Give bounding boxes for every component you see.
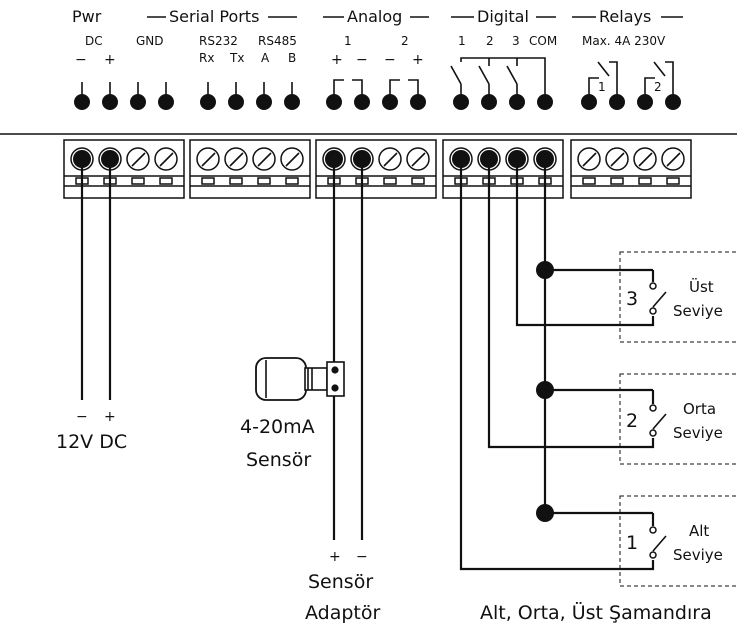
power-plus-sign: + — [104, 409, 116, 425]
float-upper-number: 3 — [626, 288, 638, 310]
label-digital-3: 3 — [512, 34, 520, 48]
terminal-block-relays — [570, 139, 692, 199]
group-label-serial-ports: Serial Ports — [169, 7, 259, 26]
label-rs485: RS485 — [258, 34, 297, 48]
float-upper-label2: Seviye — [673, 302, 723, 320]
group-label-digital: Digital — [477, 7, 529, 26]
label-digital-1: 1 — [458, 34, 466, 48]
relay-symbols: 1 2 — [581, 61, 681, 110]
float-switch-upper: 3 Üst Seviye — [619, 251, 737, 343]
digital-switches — [450, 57, 553, 110]
pin-analog2-minus: − — [384, 52, 396, 68]
float-middle-number: 2 — [626, 410, 638, 432]
adapter-label-line2: Adaptör — [305, 602, 381, 624]
terminal-block-digital — [442, 139, 564, 199]
terminal-block-power-gnd — [63, 139, 185, 199]
float-lower-label2: Seviye — [673, 546, 723, 564]
pin-dc-plus: + — [104, 52, 116, 68]
straight-pins — [74, 82, 300, 110]
header: Pwr Serial Ports Analog Digital Relays D… — [72, 7, 683, 68]
analog-pins — [326, 79, 426, 110]
label-dc: DC — [85, 34, 103, 48]
analog-sensor-wiring: 4-20mA Sensör + − Sensör Adaptör — [240, 165, 381, 624]
pin-analog2-plus: + — [412, 52, 424, 68]
power-minus-sign: − — [76, 409, 88, 425]
pin-dc-minus: − — [75, 52, 87, 68]
adapter-minus-sign: − — [356, 549, 368, 565]
float-lower-label1: Alt — [689, 522, 709, 540]
label-rs232: RS232 — [199, 34, 238, 48]
label-gnd: GND — [136, 34, 164, 48]
terminal-block-serial — [189, 139, 311, 199]
relay-2-number: 2 — [654, 80, 662, 94]
pin-tx: Tx — [229, 51, 244, 65]
pin-analog1-plus: + — [331, 52, 343, 68]
pin-analog1-minus: − — [356, 52, 368, 68]
pin-rx: Rx — [199, 51, 214, 65]
label-analog-2: 2 — [401, 34, 409, 48]
pin-symbols: 1 2 — [74, 57, 681, 110]
group-label-analog: Analog — [347, 7, 402, 26]
label-analog-1: 1 — [344, 34, 352, 48]
adapter-plus-sign: + — [329, 549, 341, 565]
sensor-label-line2: Sensör — [246, 449, 311, 471]
group-label-pwr: Pwr — [72, 7, 102, 26]
relay-1-number: 1 — [598, 80, 606, 94]
terminal-block-analog — [315, 139, 437, 199]
float-upper-label1: Üst — [689, 277, 714, 296]
label-com: COM — [529, 34, 557, 48]
group-label-relays: Relays — [599, 7, 651, 26]
adapter-label-line1: Sensör — [308, 571, 373, 593]
terminal-blocks — [63, 139, 692, 199]
float-switch-lower: 1 Alt Seviye — [619, 495, 737, 587]
floats-caption: Alt, Orta, Üst Şamandıra — [480, 601, 712, 624]
float-lower-number: 1 — [626, 532, 638, 554]
sensor-label-line1: 4-20mA — [240, 416, 315, 438]
power-wiring: − + 12V DC — [56, 165, 127, 453]
float-middle-label1: Orta — [683, 400, 716, 418]
label-digital-2: 2 — [486, 34, 494, 48]
pin-b: B — [288, 51, 296, 65]
label-relay-rating: Max. 4A 230V — [582, 34, 666, 48]
float-switch-middle: 2 Orta Seviye — [619, 373, 737, 465]
sensor-icon — [255, 357, 345, 401]
float-middle-label2: Seviye — [673, 424, 723, 442]
power-label: 12V DC — [56, 431, 127, 453]
float-switch-wiring: 3 Üst Seviye 2 Orta Seviye 1 Alt Seviye … — [459, 165, 737, 624]
pin-a: A — [261, 51, 270, 65]
